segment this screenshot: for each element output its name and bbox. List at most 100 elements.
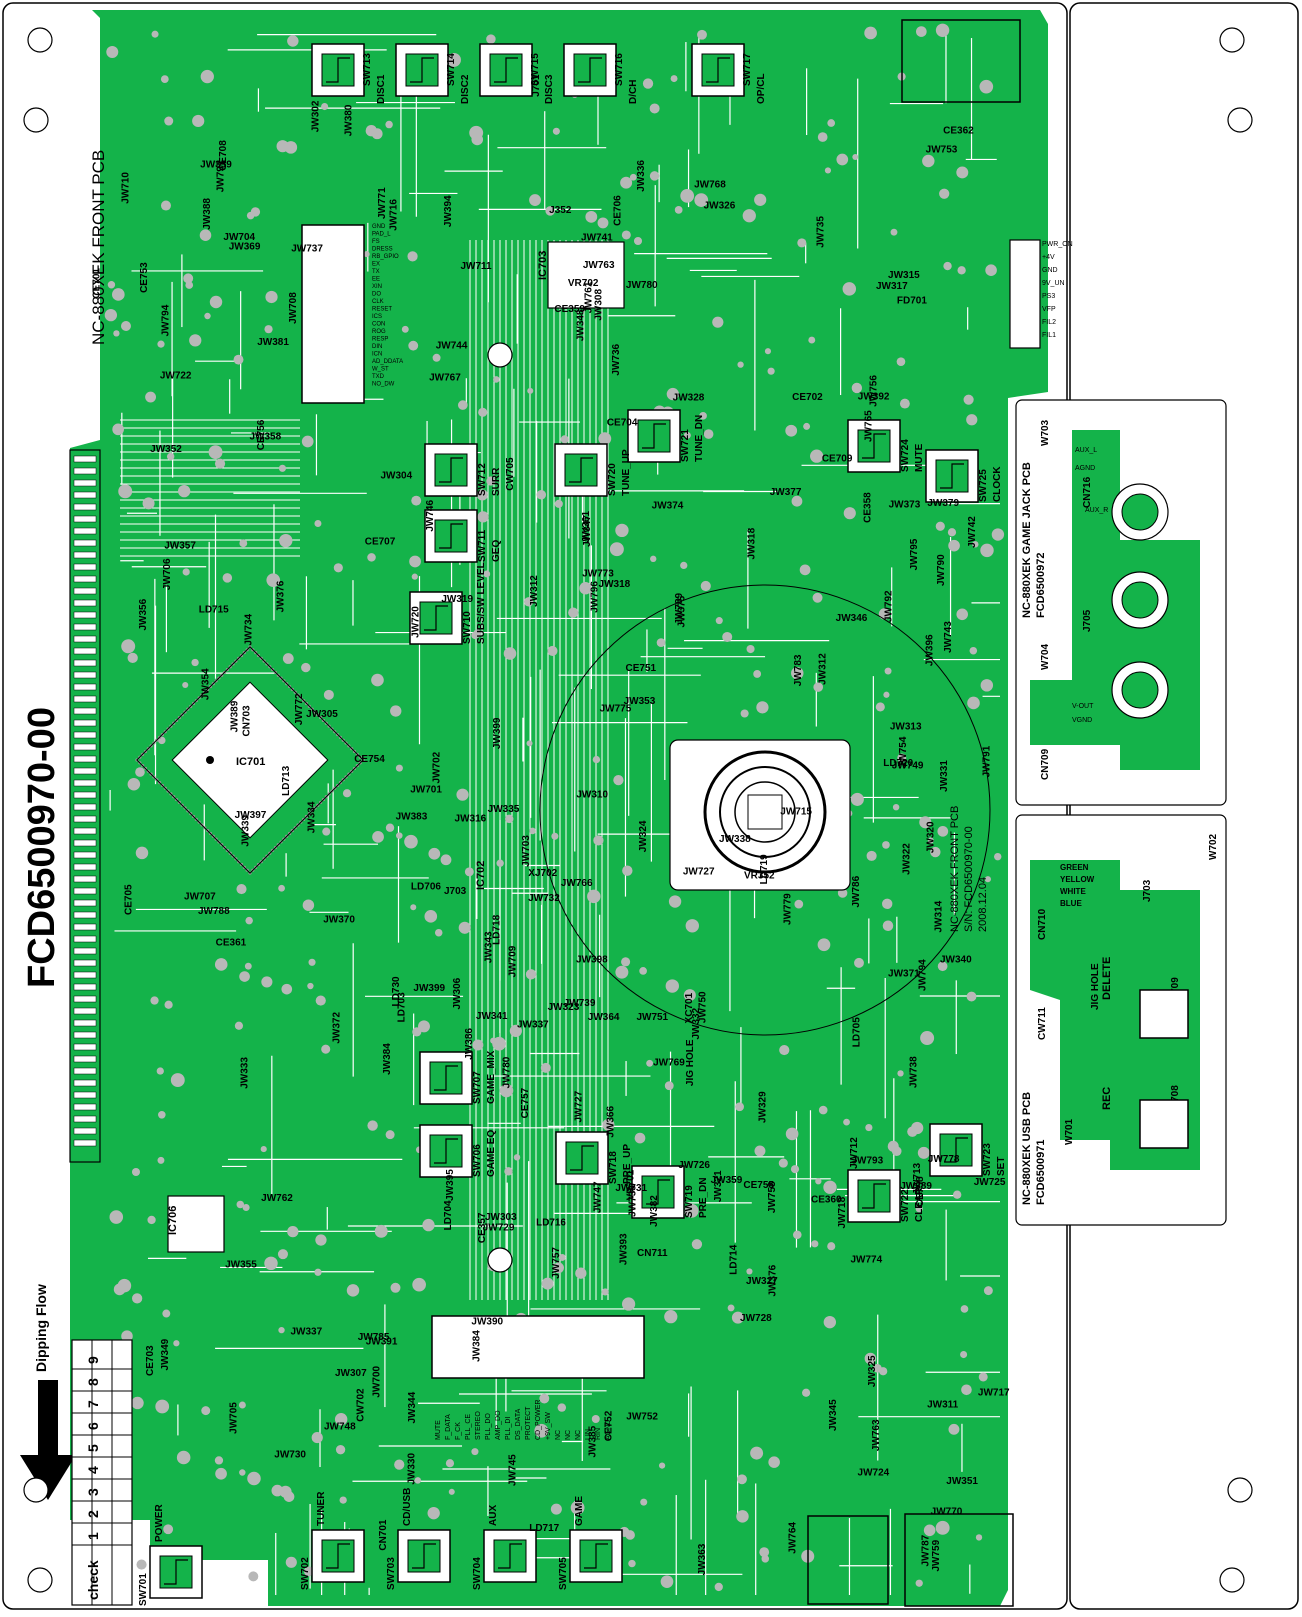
jumper-label: JW772 <box>294 693 305 725</box>
solder-pad <box>919 816 932 829</box>
solder-pad <box>214 1456 224 1465</box>
switch-sw724 <box>847 419 901 473</box>
solder-pad <box>410 904 417 911</box>
switch-label: GAME EQ <box>486 1130 497 1177</box>
solder-pad <box>412 1277 426 1292</box>
switch-label: POWER <box>154 1503 165 1542</box>
jumper-label: JW311 <box>927 1400 959 1411</box>
jumper-label: JW761 <box>584 281 595 313</box>
switch-ref: SW719 <box>684 1185 695 1218</box>
mounting-hole <box>1227 1477 1253 1503</box>
solder-pad <box>824 167 832 174</box>
cn703-pin: PAD_L <box>372 232 391 238</box>
capacitor-label: CE358 <box>863 492 874 523</box>
jumper-label: JW305 <box>306 709 338 720</box>
capacitor-label: CE707 <box>365 536 396 547</box>
jumper-label: JW330 <box>406 1453 417 1485</box>
solder-pad <box>117 1278 132 1293</box>
capacitor-label: CE757 <box>520 1087 531 1118</box>
solder-pad <box>953 1190 962 1199</box>
cw702-pin: PLL_DO <box>485 1413 492 1440</box>
cn703-pin: DO <box>372 292 381 298</box>
solder-pad <box>883 691 890 698</box>
solder-pad <box>545 206 555 216</box>
game-jack-pin-label: AUX_R <box>1085 507 1108 514</box>
solder-pad <box>754 1145 766 1157</box>
solder-pad <box>664 1310 678 1324</box>
solder-pad <box>407 251 418 262</box>
switch-label: DISC3 <box>544 74 555 104</box>
solder-pad <box>892 803 900 811</box>
solder-pad <box>991 528 1005 541</box>
switch-sw719 <box>631 1165 685 1219</box>
solder-pad <box>411 573 418 580</box>
solder-pad <box>536 490 547 500</box>
switch-sw704 <box>483 1529 537 1583</box>
jumper-label: JW382 <box>649 1195 660 1227</box>
solder-pad <box>247 1471 261 1486</box>
solder-pad <box>658 1462 666 1469</box>
solder-pad <box>851 382 863 394</box>
solder-pad <box>948 539 960 552</box>
solder-pad <box>735 1102 744 1112</box>
cn703-pin: TXD <box>372 374 385 380</box>
solder-pad <box>496 859 504 867</box>
jumper-label: JW720 <box>411 606 422 638</box>
led-label: LD718 <box>491 914 502 944</box>
solder-pad <box>151 30 159 38</box>
solder-pad <box>301 435 314 448</box>
jumper-label: JW731 <box>615 1183 647 1194</box>
solder-pad <box>155 1399 170 1414</box>
jumper-label: JW354 <box>201 668 212 700</box>
solder-pad <box>127 652 138 663</box>
jumper-label: JW389 <box>900 1181 932 1192</box>
jumper-label: JW747 <box>592 1181 603 1213</box>
ic-label: IC706 <box>167 1206 179 1235</box>
fd701-pin <box>73 479 97 487</box>
capacitor-label: CE758 <box>915 1176 926 1207</box>
solder-pad <box>792 1230 802 1240</box>
jumper-label: JW332 <box>691 1007 702 1039</box>
solder-pad <box>396 832 403 839</box>
solder-pad <box>322 827 331 836</box>
led-label: LD730 <box>391 976 402 1006</box>
jumper-label: JW318 <box>746 527 757 559</box>
solder-pad <box>746 1268 753 1275</box>
solder-pad <box>601 1288 609 1296</box>
capacitor-label: CE704 <box>607 418 638 429</box>
solder-pad <box>956 608 969 621</box>
jumper-label: JW384 <box>472 1330 483 1362</box>
jumper-label: JW711 <box>460 261 492 272</box>
solder-pad <box>799 564 811 576</box>
jumper-label: JW319 <box>441 594 473 605</box>
game-jack-pin-label: VGND <box>1072 717 1092 724</box>
switch-sw721 <box>627 409 681 463</box>
solder-pad <box>897 1070 904 1077</box>
cw702-pin: +9V_SW <box>545 1412 552 1440</box>
capacitor-label: CE362 <box>943 125 974 136</box>
solder-pad <box>547 645 558 656</box>
solder-pad <box>525 969 537 980</box>
solder-pad <box>279 533 293 548</box>
led-label: LD715 <box>199 604 229 615</box>
fd701-pin <box>73 491 97 499</box>
fd701-pin <box>73 1091 97 1099</box>
ic-label: IC702 <box>475 861 487 890</box>
solder-pad <box>575 1267 587 1279</box>
component-labels: SW713DISC1SW714DISC2SW715DISC3SW716D/CHS… <box>91 53 1010 1606</box>
solder-pad <box>920 1031 935 1046</box>
solder-pad <box>363 251 370 258</box>
solder-pad <box>634 1132 646 1144</box>
rca-jack-ring <box>1121 493 1159 531</box>
solder-pad <box>700 580 711 592</box>
solder-pad <box>250 207 261 217</box>
cw702-pin: F_DATA <box>445 1414 452 1440</box>
solder-pad <box>731 1311 745 1324</box>
solder-pad <box>568 607 579 618</box>
solder-pad <box>160 200 171 211</box>
jumper-label: JW738 <box>909 1056 920 1088</box>
solder-pad <box>346 1284 360 1297</box>
solder-pad <box>683 989 696 1002</box>
jumper-label: JW364 <box>588 1012 620 1023</box>
solder-pad <box>505 814 514 824</box>
